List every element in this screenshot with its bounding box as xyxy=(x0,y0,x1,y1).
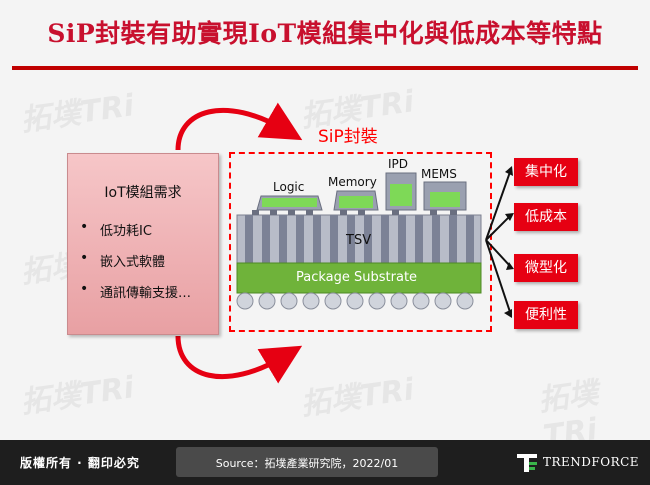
sip-package-frame xyxy=(229,152,492,332)
arrow-top xyxy=(175,102,303,151)
branch-arrows xyxy=(485,171,511,313)
mems-label: MEMS xyxy=(421,167,457,181)
requirements-title: IoT模組需求 xyxy=(104,185,182,201)
outcome-centralization: 集中化 xyxy=(514,158,578,186)
sip-label: SiP封裝 xyxy=(318,127,378,147)
brand-name: TRENDFORCE xyxy=(543,455,640,469)
outcome-miniaturization: 微型化 xyxy=(514,254,578,282)
arrow-bottom xyxy=(175,335,303,384)
page-title: SiP封裝有助實現IoT模組集中化與低成本等特點 xyxy=(47,19,603,48)
list-item: 通訊傳輸支援… xyxy=(78,281,191,313)
memory-label: Memory xyxy=(328,175,377,189)
list-item: 嵌入式軟體 xyxy=(78,250,191,282)
micro-bumps xyxy=(252,210,457,215)
list-item: 低功耗IC xyxy=(78,219,191,251)
mems-die xyxy=(430,192,460,207)
title-underline xyxy=(12,66,638,70)
trendforce-logo-icon xyxy=(517,454,537,472)
tsv-vias xyxy=(245,215,474,263)
outcome-convenience: 便利性 xyxy=(514,301,578,329)
solder-balls xyxy=(236,292,474,310)
tsv-label: TSV xyxy=(346,233,372,248)
requirements-list: 低功耗IC 嵌入式軟體 通訊傳輸支援… xyxy=(78,219,191,313)
footer: 版權所有 · 翻印必究 Source：拓墣產業研究院，2022/01 TREND… xyxy=(0,440,650,485)
memory-die xyxy=(339,196,373,208)
source-box: Source：拓墣產業研究院，2022/01 xyxy=(176,447,438,477)
copyright-notice: 版權所有 · 翻印必究 xyxy=(20,456,140,470)
branch-arrowheads xyxy=(504,166,514,318)
outcome-low-cost: 低成本 xyxy=(514,203,578,231)
package-substrate xyxy=(236,262,482,294)
logic-label: Logic xyxy=(273,180,305,194)
ipd-label: IPD xyxy=(388,157,409,171)
iot-requirements-box: IoT模組需求 低功耗IC 嵌入式軟體 通訊傳輸支援… xyxy=(67,153,219,335)
logic-die xyxy=(262,198,317,207)
source-text: Source：拓墣產業研究院，2022/01 xyxy=(215,457,399,470)
substrate-label: Package Substrate xyxy=(296,270,418,285)
ipd-die xyxy=(390,184,412,206)
